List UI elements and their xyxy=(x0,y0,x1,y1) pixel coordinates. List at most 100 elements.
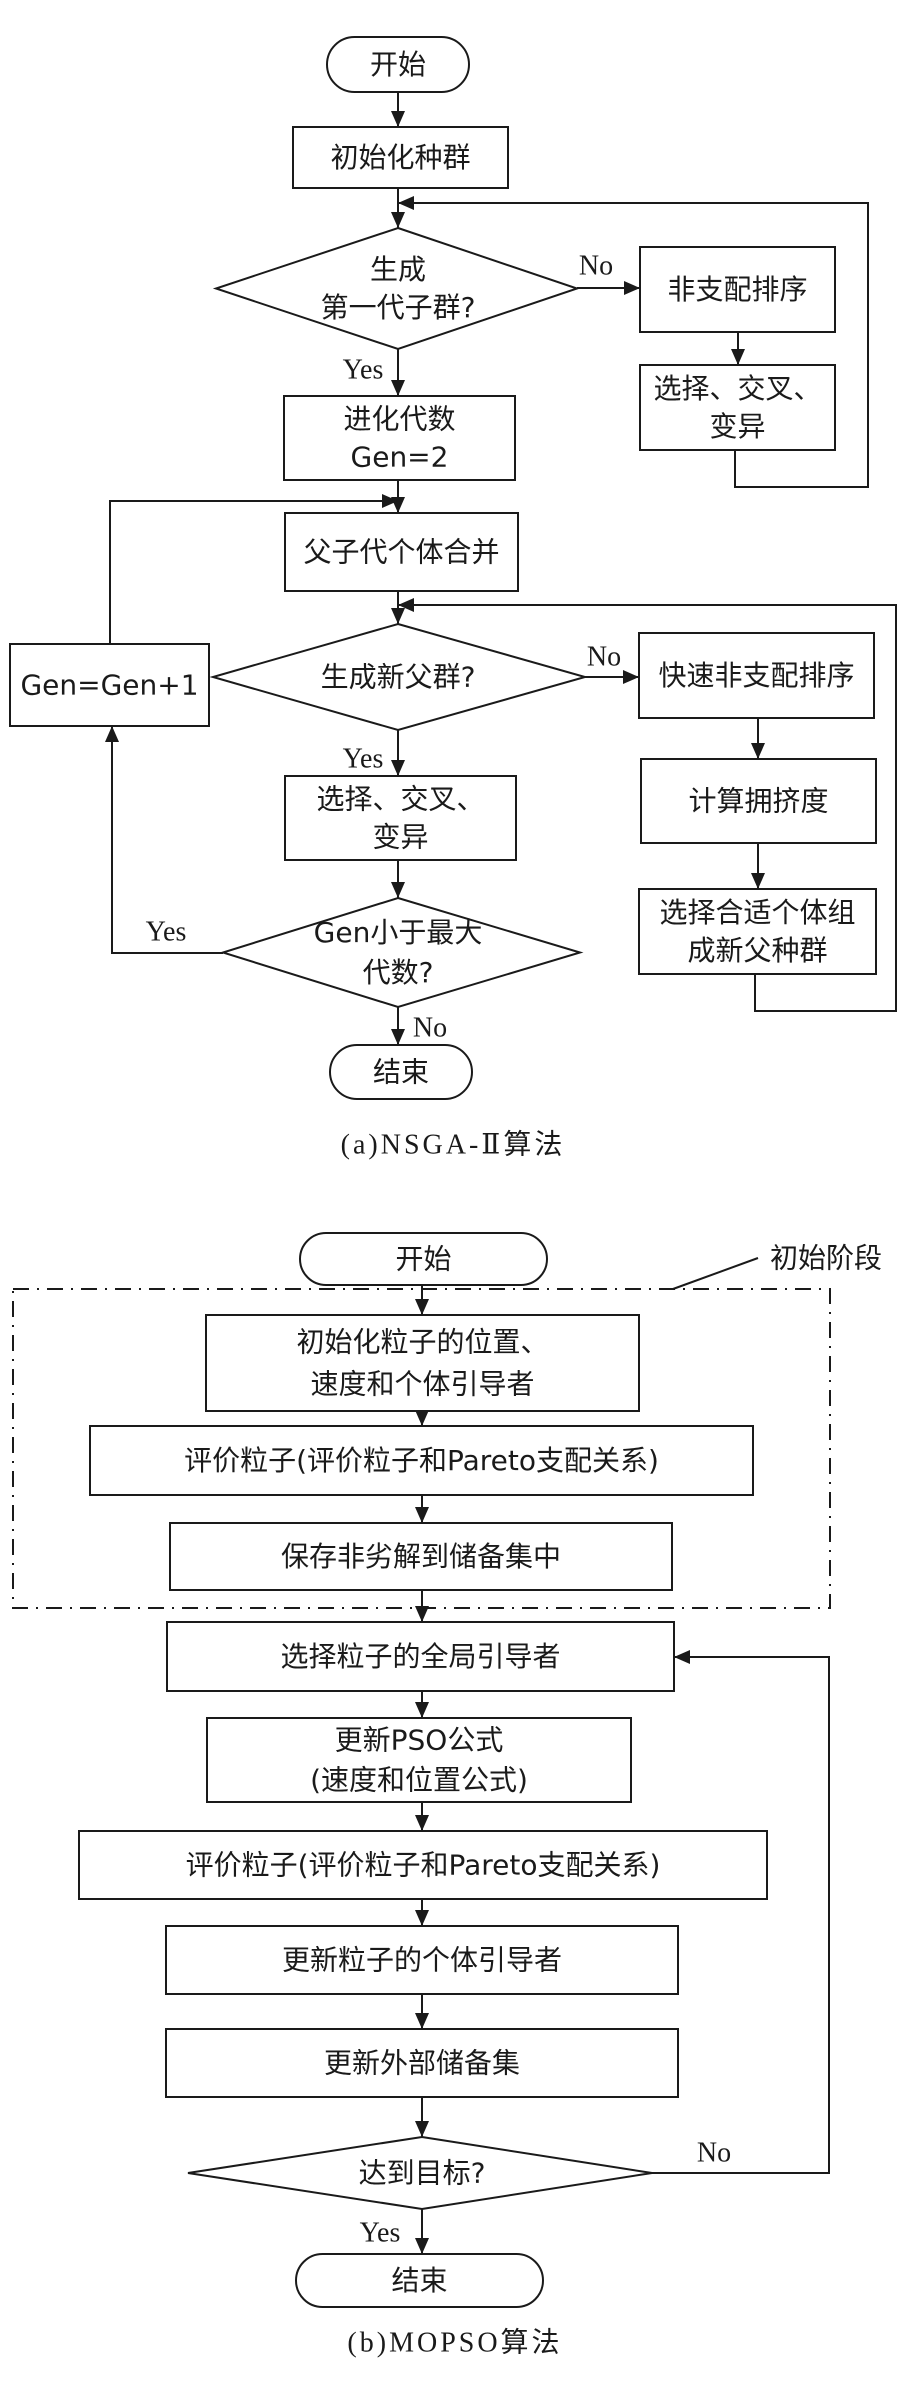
b-edge-eval-personal-arrowhead-icon xyxy=(415,1910,429,1926)
a-init-population-label: 初始化种群 xyxy=(330,141,470,174)
a-edge-max-gen-yes-arrowhead-icon xyxy=(105,726,119,742)
a-edge-crowd-select-arrowhead-icon xyxy=(751,873,765,889)
a-decision-first-gen-label-line-1: 生成 xyxy=(370,253,426,286)
a-decision-first-gen[interactable] xyxy=(212,226,581,351)
b-start-label: 开始 xyxy=(395,1243,451,1276)
b-decision-goal-label: 达到目标? xyxy=(359,2157,486,2190)
a-select-cross-mutate-1-label-line-1: 选择、交叉、 xyxy=(653,372,821,405)
b-edge-select-update-arrowhead-icon xyxy=(415,1702,429,1718)
b-evaluate-particles-2-label: 评价粒子(评价粒子和Pareto支配关系) xyxy=(186,1849,661,1882)
b-update-pso-label-line-2: (速度和位置公式) xyxy=(310,1764,528,1797)
a-label-max-gen-yes: Yes xyxy=(146,917,187,948)
a-evolution-gen[interactable] xyxy=(283,395,516,481)
b-update-archive-label: 更新外部储备集 xyxy=(324,2047,520,2080)
b-edge-update-eval-arrowhead-icon xyxy=(415,1815,429,1831)
a-edge-max-gen-no-arrowhead-icon xyxy=(391,1029,405,1045)
a-merge-parent-child[interactable] xyxy=(284,512,519,592)
a-select-cross-mutate-2[interactable] xyxy=(284,775,517,861)
b-save-non-inferior[interactable] xyxy=(169,1522,673,1591)
a-decision-new-parent-label: 生成新父群? xyxy=(321,661,476,694)
b-edge-init-eval-arrowhead-icon xyxy=(415,1410,429,1426)
b-evaluate-particles-1-label: 评价粒子(评价粒子和Pareto支配关系) xyxy=(184,1444,659,1477)
b-start[interactable] xyxy=(299,1232,548,1286)
a-edge-init-decision-arrowhead-icon xyxy=(391,212,405,228)
shapes-layer xyxy=(9,36,877,2308)
a-label-first-gen-no: No xyxy=(579,251,613,282)
a-select-new-parents-label-line-1: 选择合适个体组 xyxy=(659,896,855,929)
a-edge-first-gen-yes-arrowhead-icon xyxy=(391,380,405,396)
a-end-label: 结束 xyxy=(373,1056,429,1089)
a-evolution-gen-label-line-1: 进化代数 xyxy=(343,403,455,436)
b-edge-archive-goal-arrowhead-icon xyxy=(415,2121,429,2137)
a-select-cross-mutate-1[interactable] xyxy=(639,364,836,451)
a-start[interactable] xyxy=(326,36,470,93)
b-update-archive[interactable] xyxy=(165,2028,679,2098)
a-crowding-distance-label: 计算拥挤度 xyxy=(688,785,828,818)
a-fast-non-dominated-sort[interactable] xyxy=(638,632,875,719)
a-init-population[interactable] xyxy=(292,126,509,189)
a-edge-loop-2 xyxy=(398,604,897,1012)
a-decision-max-gen-label-line-2: 代数? xyxy=(363,956,434,989)
a-caption: (a)NSGA-Ⅱ算法 xyxy=(341,1129,566,1161)
a-edge-fast-crowd-arrowhead-icon xyxy=(751,743,765,759)
a-decision-new-parent[interactable] xyxy=(209,622,589,732)
a-select-cross-mutate-1-label-line-2: 变异 xyxy=(709,410,765,443)
a-edge-increment-loop xyxy=(109,500,398,644)
a-label-max-gen-no: No xyxy=(413,1013,447,1044)
a-select-cross-mutate-2-label-line-2: 变异 xyxy=(372,821,428,854)
a-gen-increment-label: Gen=Gen+1 xyxy=(20,669,198,702)
a-decision-max-gen[interactable] xyxy=(219,896,584,1009)
b-update-personal-leader[interactable] xyxy=(165,1925,679,1995)
b-caption: (b)MOPSO算法 xyxy=(347,2327,562,2359)
b-evaluate-particles-1[interactable] xyxy=(89,1425,754,1496)
a-gen-increment[interactable] xyxy=(9,643,210,727)
b-edge-goal-yes-arrowhead-icon xyxy=(415,2238,429,2254)
a-evolution-gen-label-line-2: Gen=2 xyxy=(351,441,449,474)
b-init-particles-label-line-2: 速度和个体引导者 xyxy=(310,1368,534,1401)
b-select-global-leader[interactable] xyxy=(166,1621,675,1692)
b-end[interactable] xyxy=(295,2253,544,2308)
a-edge-new-parent-yes-arrowhead-icon xyxy=(391,760,405,776)
b-edge-goal-no xyxy=(652,1656,830,2174)
b-edge-goal-no-arrowhead-icon xyxy=(674,1650,690,1664)
a-non-dominated-sort[interactable] xyxy=(639,246,836,333)
b-edge-personal-archive-arrowhead-icon xyxy=(415,2013,429,2029)
a-label-new-parent-yes: Yes xyxy=(343,744,384,775)
a-edge-first-gen-no-arrowhead-icon xyxy=(624,281,640,295)
b-edge-save-select-arrowhead-icon xyxy=(415,1606,429,1622)
a-edge-select-maxgen-arrowhead-icon xyxy=(391,882,405,898)
b-init-particles-label-line-1: 初始化粒子的位置、 xyxy=(296,1326,548,1359)
a-crowding-distance[interactable] xyxy=(640,758,877,844)
a-start-label: 开始 xyxy=(370,48,426,81)
b-save-non-inferior-label: 保存非劣解到储备集中 xyxy=(281,1540,561,1573)
b-update-pso[interactable] xyxy=(206,1717,632,1803)
a-label-new-parent-no: No xyxy=(587,642,621,673)
a-end[interactable] xyxy=(329,1044,473,1100)
a-fast-non-dominated-sort-label: 快速非支配排序 xyxy=(658,659,854,692)
b-initial-stage-label: 初始阶段 xyxy=(770,1242,882,1275)
b-update-personal-leader-label: 更新粒子的个体引导者 xyxy=(282,1944,562,1977)
a-select-new-parents-label-line-2: 成新父种群 xyxy=(687,934,827,967)
a-decision-first-gen-label-line-2: 第一代子群? xyxy=(321,291,476,324)
a-select-new-parents[interactable] xyxy=(638,888,877,975)
a-edge-loop-2-arrowhead-icon xyxy=(398,598,414,612)
b-init-particles[interactable] xyxy=(205,1314,640,1412)
a-merge-parent-child-label: 父子代个体合并 xyxy=(303,536,499,569)
edges-layer xyxy=(12,92,897,2254)
b-evaluate-particles-2[interactable] xyxy=(78,1830,768,1900)
a-edge-merge-decision-arrowhead-icon xyxy=(391,608,405,624)
b-label-goal-no: No xyxy=(697,2138,731,2169)
b-label-goal-yes: Yes xyxy=(360,2218,401,2249)
b-select-global-leader-label: 选择粒子的全局引导者 xyxy=(280,1640,560,1673)
b-decision-goal[interactable] xyxy=(187,2135,653,2211)
a-decision-max-gen-label-line-1: Gen小于最大 xyxy=(314,916,483,949)
b-edge-start-init-arrowhead-icon xyxy=(415,1299,429,1315)
a-edge-loop-1 xyxy=(398,202,869,488)
b-end-label: 结束 xyxy=(391,2264,447,2297)
b-edge-eval-save-arrowhead-icon xyxy=(415,1507,429,1523)
a-edge-sort-select-arrowhead-icon xyxy=(731,349,745,365)
a-edge-increment-loop-arrowhead-icon xyxy=(382,494,398,508)
b-stage-leader-line xyxy=(672,1257,759,1290)
a-edge-new-parent-no-arrowhead-icon xyxy=(623,670,639,684)
